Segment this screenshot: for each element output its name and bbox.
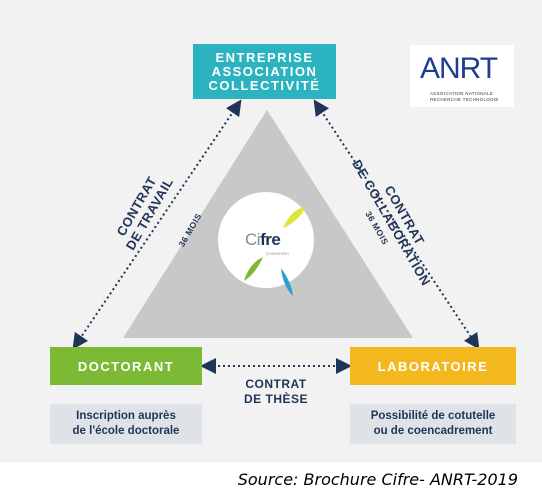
note-left-line1: Inscription auprès: [76, 410, 176, 422]
note-left-line2: de l'école doctorale: [72, 425, 180, 437]
node-entreprise: ENTREPRISE ASSOCIATION COLLECTIVITÉ: [193, 44, 336, 99]
anrt-sub-line2: RECHERCHE TECHNOLOGIE: [430, 96, 499, 102]
cifre-tagline: Convention: [266, 251, 289, 256]
cifre-leaf-green: [244, 257, 263, 281]
note-doctorant: Inscription auprès de l'école doctorale: [50, 404, 202, 444]
note-right-line1: Possibilité de cotutelle: [370, 410, 496, 422]
node-top-line2: ASSOCIATION: [211, 63, 318, 79]
anrt-logo-box: [410, 45, 514, 107]
arrow-right-link: [313, 99, 480, 350]
cifre-logo-wordmark: Cifre: [245, 230, 281, 250]
anrt-logo-subtitle: ASSOCIATION NATIONALE RECHERCHE TECHNOLO…: [430, 91, 510, 102]
anrt-logo-wordmark: ANRT: [420, 52, 498, 85]
label-contrat-these: CONTRAT DE THÈSE: [244, 377, 308, 407]
label-these-line2: DE THÈSE: [243, 392, 309, 406]
note-right-line2: ou de coencadrement: [373, 425, 493, 437]
cifre-logo-circle: [218, 192, 314, 288]
cifre-leaf-yellow: [283, 206, 306, 228]
cifre-logo-shapes: [244, 206, 306, 296]
label-these-line1: CONTRAT: [245, 377, 307, 391]
cifre-leaf-blue: [281, 268, 293, 296]
node-top-line1: ENTREPRISE: [215, 49, 314, 65]
node-top-line3: COLLECTIVITÉ: [208, 77, 321, 93]
source-caption: Source: Brochure Cifre- ANRT-2019: [237, 470, 518, 489]
cifre-prefix: Ci: [245, 230, 261, 249]
cifre-bold: fre: [260, 230, 281, 249]
anrt-sub-line1: ASSOCIATION NATIONALE: [430, 91, 494, 96]
note-laboratoire: Possibilité de cotutelle ou de coencadre…: [350, 404, 516, 444]
node-doctorant: DOCTORANT: [50, 347, 202, 385]
node-laboratoire: LABORATOIRE: [350, 347, 516, 385]
